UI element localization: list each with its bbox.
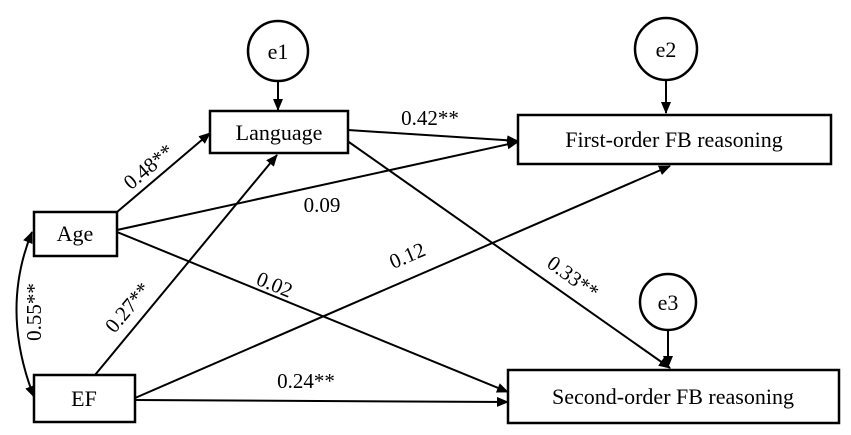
edge-age-second-order [116,231,509,393]
coef-ef-language: 0.27** [100,278,156,338]
error-e2-label: e2 [656,37,677,62]
variables: Language First-order FB reasoning Second… [32,109,841,425]
coef-ef-second-order: 0.24** [277,369,335,393]
edges [15,80,673,407]
coef-age-first-order: 0.09 [304,193,341,217]
coef-age-second-order: 0.02 [253,267,296,303]
edge-age-first-order [116,139,519,231]
node-ef-label: EF [71,386,97,411]
error-e2: e2 [633,16,699,82]
error-terms: e1 e2 e3 [246,16,699,332]
node-language: Language [208,109,350,155]
edge-age-ef-covariance [15,231,35,398]
node-ef: EF [32,373,137,424]
coef-ef-first-order: 0.12 [386,237,429,273]
error-e1: e1 [246,19,310,83]
node-second-order: Second-order FB reasoning [506,368,841,425]
error-e3: e3 [638,272,698,332]
edge-ef-language [94,154,278,376]
coef-language-first-order: 0.42** [401,106,459,130]
coef-age-ef-covariance: 0.55** [22,283,46,341]
error-e3-label: e3 [658,290,679,315]
node-age: Age [32,210,119,258]
edge-language-second-order [345,139,671,369]
edge-ef-first-order [134,165,671,399]
edge-age-language [116,132,211,213]
node-first-order: First-order FB reasoning [516,113,833,166]
node-age-label: Age [57,221,94,246]
node-language-label: Language [236,120,323,145]
node-second-order-label: Second-order FB reasoning [552,384,794,409]
edge-ef-second-order [134,396,509,407]
edge-language-first-order [347,129,519,146]
error-e1-label: e1 [268,39,289,64]
coef-language-second-order: 0.33** [543,251,604,304]
node-first-order-label: First-order FB reasoning [565,127,783,152]
